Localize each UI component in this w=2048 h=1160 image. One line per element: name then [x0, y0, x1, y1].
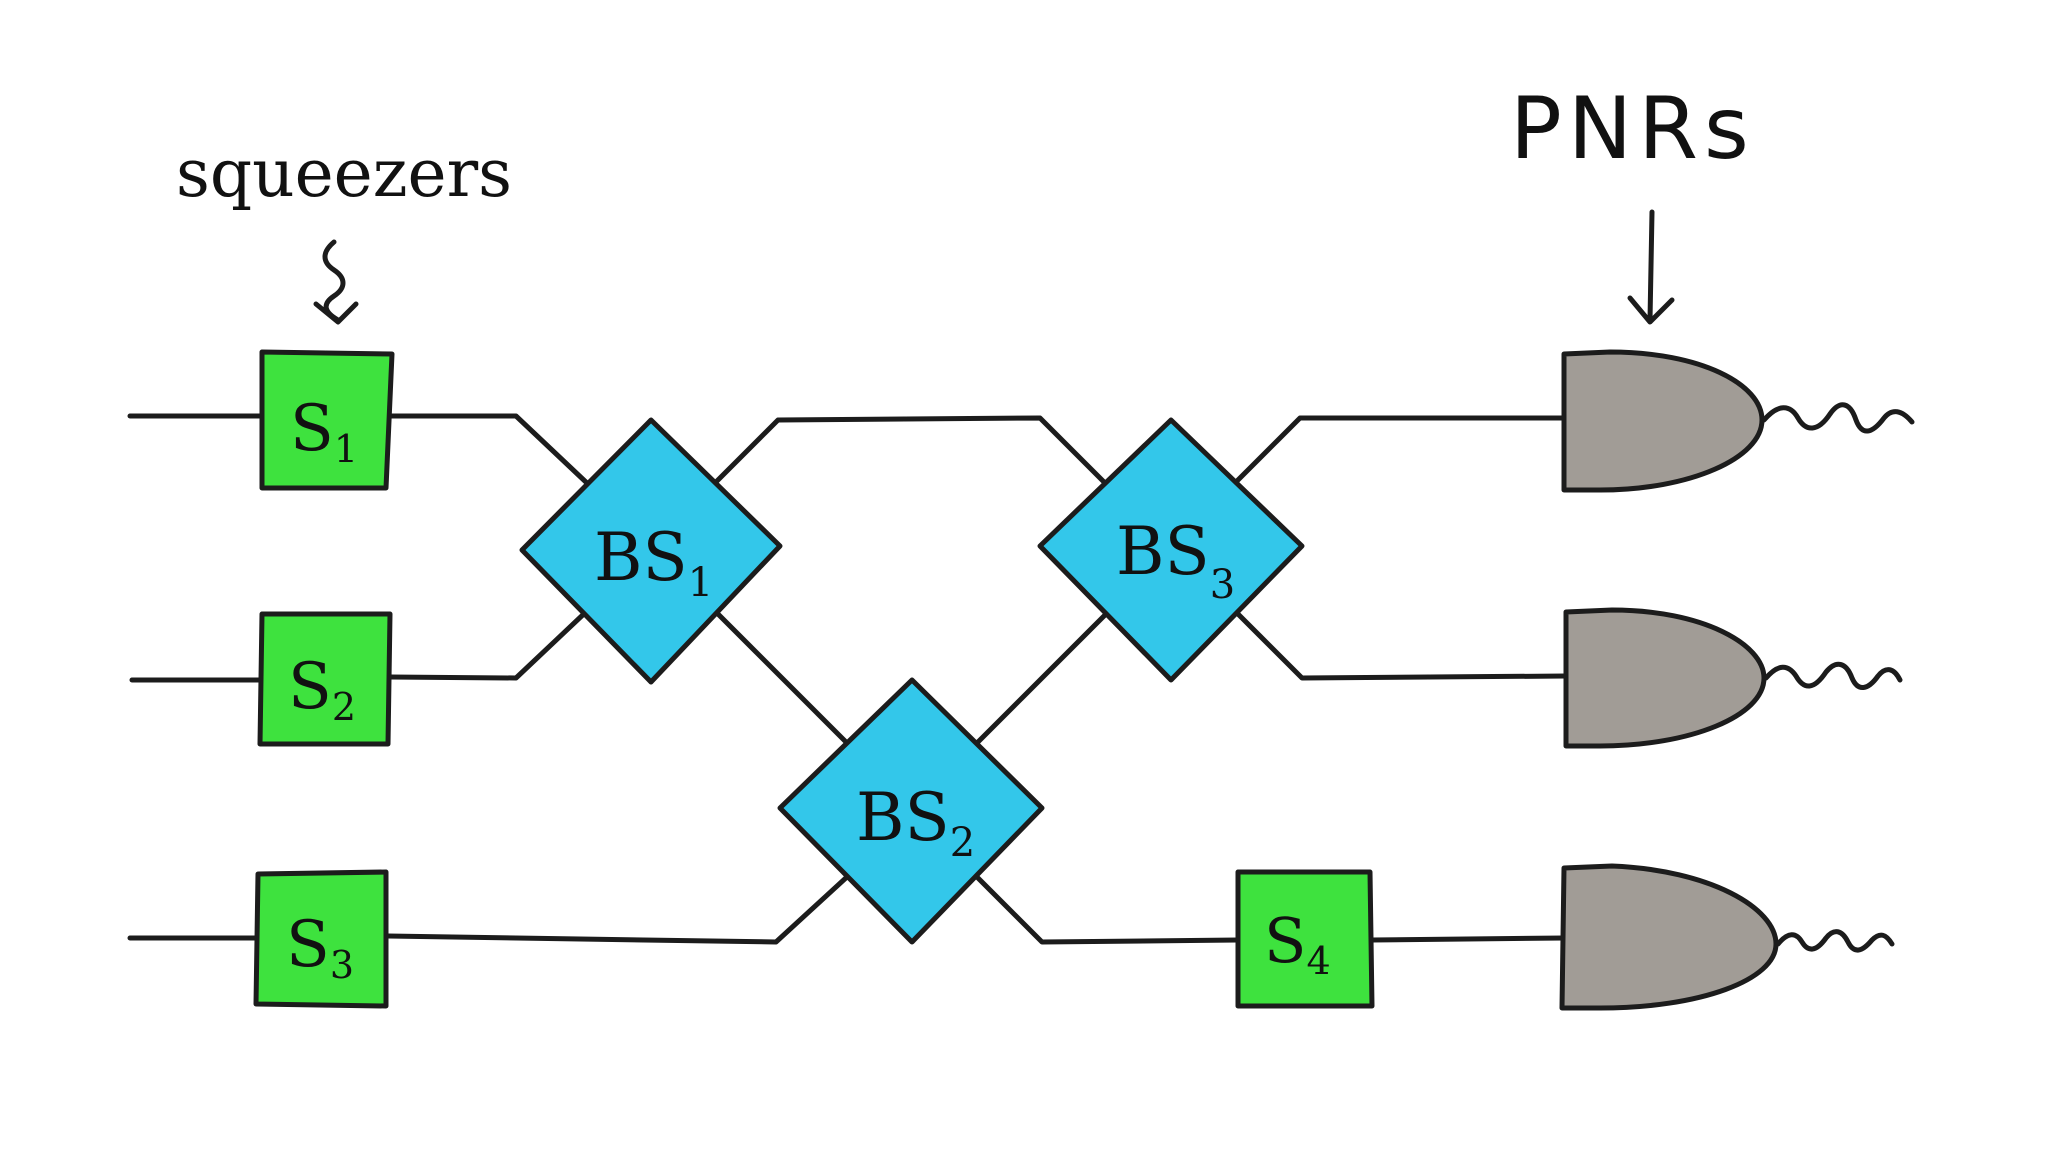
squeezer-s4-box — [1235, 869, 1375, 1009]
squeezer-s4[interactable]: S4 — [1235, 869, 1375, 1009]
squeezer-s1-label: S1 — [290, 392, 358, 471]
wire-mode-2-s2-to-bs1 — [387, 607, 591, 681]
wire-mode-2-bs2-to-bs3 — [973, 609, 1111, 747]
wire-mode-1-bs3-to-pnr — [1231, 415, 1567, 487]
beam-splitter-bs2[interactable]: BS2 — [777, 677, 1045, 945]
pnr-detector-2-body — [1563, 607, 1767, 749]
pnr-detectors-group — [1559, 349, 1915, 1011]
beam-splitter-bs1-diamond — [519, 417, 783, 685]
squeezer-s1[interactable]: S1 — [259, 349, 395, 491]
squeezer-s2-label: S2 — [288, 650, 356, 729]
pnr-detector-3-body — [1559, 863, 1779, 1011]
squeezers-group: S1 S2 S3 S4 — [253, 349, 1375, 1009]
pnr-detector-1-body — [1561, 349, 1765, 493]
wire-mode-2-bs3-to-pnr — [1231, 607, 1569, 681]
annotations-group: squeezers PNRs — [176, 79, 1755, 325]
squeezer-s2-box — [257, 611, 393, 747]
beam-splitters-group: BS1 BS2 BS3 — [519, 417, 1305, 945]
pnrs-arrow-icon — [1627, 209, 1675, 325]
wire-mode-3-bs2-to-s4 — [973, 873, 1241, 945]
pnr-detector-1-output-wave-icon — [1761, 402, 1915, 434]
wire-mode-3-s3-to-bs2 — [385, 873, 851, 945]
wire-mode-3-s4-to-pnr — [1369, 935, 1567, 943]
beam-splitter-bs3[interactable]: BS3 — [1037, 417, 1305, 683]
squeezers-annotation: squeezers — [176, 135, 512, 212]
beam-splitter-bs2-diamond — [777, 677, 1045, 945]
pnrs-annotation: PNRs — [1510, 79, 1755, 179]
beam-splitter-bs3-label: BS3 — [1116, 513, 1235, 608]
wire-mode-2-bs1-to-bs2 — [711, 607, 851, 747]
squeezer-s1-box — [259, 349, 395, 491]
pnr-detector-1[interactable] — [1561, 349, 1915, 493]
pnr-detector-2-output-wave-icon — [1763, 661, 1903, 690]
pnr-detector-2[interactable] — [1563, 607, 1903, 749]
squeezer-s3[interactable]: S3 — [253, 869, 389, 1009]
squeezer-s2[interactable]: S2 — [257, 611, 393, 747]
squeezer-s4-label: S4 — [1264, 904, 1331, 983]
squeezers-squiggle-arrow-icon — [313, 239, 359, 325]
beam-splitter-bs1-label: BS1 — [594, 519, 713, 606]
wire-mode-1-s1-to-bs1 — [387, 413, 591, 487]
squeezer-s3-box — [253, 869, 389, 1009]
pnr-detector-3-output-wave-icon — [1775, 929, 1895, 953]
optical-wires — [127, 413, 1569, 945]
beam-splitter-bs2-label: BS2 — [856, 779, 975, 866]
squeezer-s3-label: S3 — [286, 908, 354, 987]
pnr-detector-3[interactable] — [1559, 863, 1895, 1011]
wire-mode-1-bs1-to-bs3 — [711, 415, 1109, 487]
beam-splitter-bs1[interactable]: BS1 — [519, 417, 783, 685]
beam-splitter-bs3-diamond — [1037, 417, 1305, 683]
